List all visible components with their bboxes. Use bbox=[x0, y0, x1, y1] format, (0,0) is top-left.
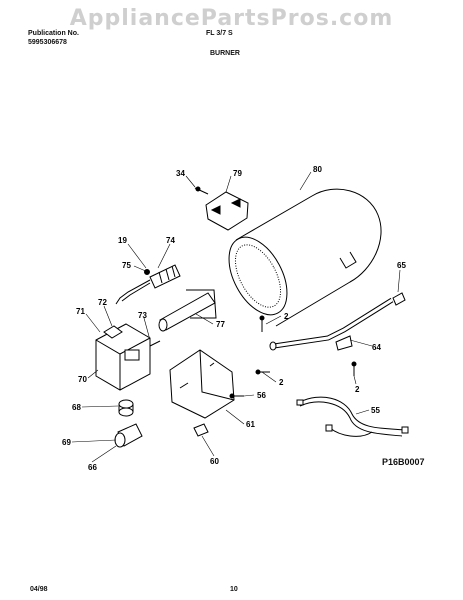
callout-55: 55 bbox=[371, 406, 380, 415]
gas-tube bbox=[269, 297, 394, 351]
callout-72: 72 bbox=[98, 298, 107, 307]
bracket bbox=[205, 191, 249, 231]
tube-cap bbox=[392, 292, 406, 306]
elbow-fitting bbox=[114, 423, 143, 448]
publication-label: Publication No. bbox=[28, 30, 79, 37]
callout-2a: 2 bbox=[284, 312, 289, 321]
igniter bbox=[115, 264, 181, 305]
callout-75: 75 bbox=[122, 261, 131, 270]
figure-code: P16B0007 bbox=[382, 457, 425, 467]
callout-69: 69 bbox=[62, 438, 71, 447]
burner-tube bbox=[228, 188, 382, 327]
callout-65: 65 bbox=[397, 261, 406, 270]
callout-74: 74 bbox=[166, 236, 175, 245]
page-number: 10 bbox=[230, 586, 238, 593]
watermark: AppliancePartsPros.com bbox=[69, 6, 394, 31]
callout-19: 19 bbox=[118, 236, 127, 245]
screws bbox=[229, 315, 357, 399]
orifice bbox=[118, 399, 134, 417]
section-title: BURNER bbox=[210, 50, 240, 57]
callout-56: 56 bbox=[257, 391, 266, 400]
callout-2c: 2 bbox=[355, 385, 360, 394]
callout-66: 66 bbox=[88, 463, 97, 472]
callout-71: 71 bbox=[76, 307, 85, 316]
callout-80: 80 bbox=[313, 165, 322, 174]
callout-61: 61 bbox=[246, 420, 255, 429]
screw bbox=[194, 186, 209, 195]
callout-77: 77 bbox=[216, 320, 225, 329]
publication-number: 5995306678 bbox=[28, 39, 67, 46]
callout-79: 79 bbox=[233, 169, 242, 178]
model-code: FL 3/7 S bbox=[206, 30, 233, 37]
callout-68: 68 bbox=[72, 403, 81, 412]
igniter-bracket bbox=[158, 289, 217, 332]
clip bbox=[193, 423, 209, 437]
callout-2b: 2 bbox=[279, 378, 284, 387]
heat-shield bbox=[169, 349, 235, 419]
wiring-harness bbox=[296, 396, 409, 437]
callout-70: 70 bbox=[78, 375, 87, 384]
gas-valve bbox=[95, 323, 161, 391]
footer-date: 04/98 bbox=[30, 586, 48, 593]
callout-73: 73 bbox=[138, 311, 147, 320]
callout-64: 64 bbox=[372, 343, 381, 352]
callout-34: 34 bbox=[176, 169, 185, 178]
leader-lines bbox=[71, 171, 401, 463]
callout-60: 60 bbox=[210, 457, 219, 466]
